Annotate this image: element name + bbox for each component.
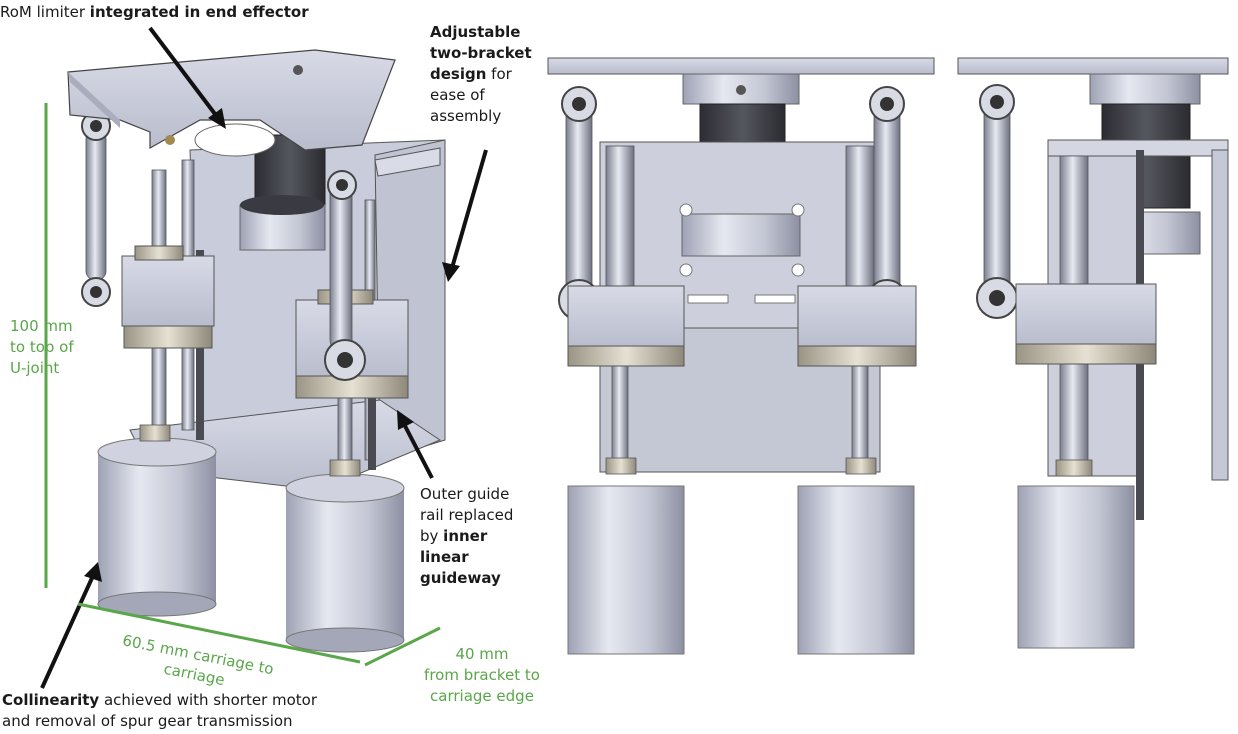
motor-left xyxy=(97,437,217,617)
rom-label-text: RoM limiter xyxy=(0,3,90,21)
height-dim-line3: U-joint xyxy=(10,359,60,377)
collinearity-label-rest: achieved with shorter motor xyxy=(99,691,318,709)
label-rom-limiter: RoM limiter integrated in end effector xyxy=(0,2,309,22)
dimension-bracket-label: 40 mm from bracket to carriage edge xyxy=(412,644,552,707)
carriage-left xyxy=(121,245,215,349)
height-dim-line2: to top of xyxy=(10,338,74,356)
height-dim-line1: 100 mm xyxy=(10,317,73,335)
motor-right xyxy=(285,473,405,653)
rail-label-line2: rail replaced xyxy=(420,506,514,524)
bracket-dim-line1: 40 mm xyxy=(455,645,509,663)
linkage-arm-right xyxy=(329,179,353,351)
label-adjustable-bracket: Adjustable two-bracket design for ease o… xyxy=(430,22,532,127)
front-motor-left xyxy=(567,485,685,655)
rail-label-line3: by xyxy=(420,527,444,545)
isometric-view xyxy=(67,49,446,653)
front-motor-right xyxy=(797,485,915,655)
side-bracket-profile xyxy=(1211,149,1229,481)
linkage-arm-left xyxy=(85,129,107,281)
front-top-plate xyxy=(547,57,935,75)
annotation-arrows xyxy=(40,26,488,689)
bracket-label-line3: for xyxy=(486,65,512,83)
label-collinearity: Collinearity achieved with shorter motor… xyxy=(2,690,317,732)
bracket-dim-line2: from bracket to xyxy=(424,666,540,684)
side-motor xyxy=(1017,485,1135,649)
dimension-height-label: 100 mm to top of U-joint xyxy=(10,316,74,379)
side-top-plate xyxy=(957,57,1229,75)
bracket-label-line1: Adjustable xyxy=(430,23,521,41)
dimension-lines xyxy=(44,103,441,667)
bracket-label-line2: two-bracket xyxy=(430,44,532,62)
front-view xyxy=(547,57,935,655)
rail-label-line4: linear xyxy=(420,548,469,566)
rail-label-line3-bold: inner xyxy=(443,527,488,545)
bracket-dim-line3: carriage edge xyxy=(430,687,534,705)
side-view xyxy=(957,57,1229,649)
collinearity-label-bold: Collinearity xyxy=(2,691,100,709)
bracket-label-line4: ease of xyxy=(430,86,485,104)
rom-label-bold: integrated in end effector xyxy=(89,3,309,21)
bracket-label-line5: assembly xyxy=(430,107,502,125)
collinearity-label-line2: and removal of spur gear transmission xyxy=(2,712,293,730)
rom-limiter-opening xyxy=(194,123,276,157)
bracket-label-line3-bold: design xyxy=(430,65,487,83)
rail-label-line1: Outer guide xyxy=(420,485,510,503)
rail-label-line5: guideway xyxy=(420,569,501,587)
label-guide-rail: Outer guide rail replaced by inner linea… xyxy=(420,484,513,589)
